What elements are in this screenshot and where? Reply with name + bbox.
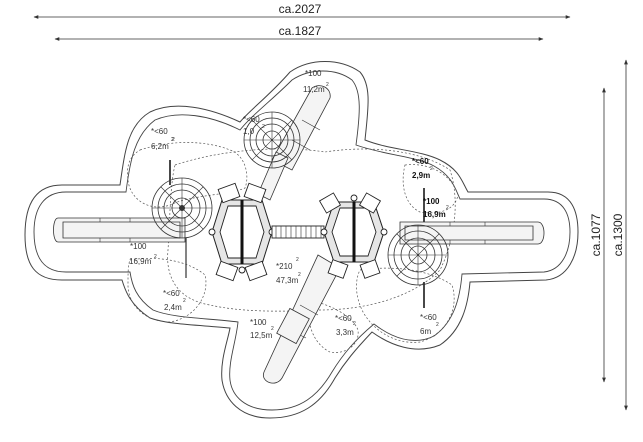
zone-left-upper-height-sup: 2 <box>171 137 174 143</box>
dimension-structure-width-label: ca.1827 <box>279 24 322 38</box>
zone-left-bottom-area: 2,4m <box>164 303 182 312</box>
zone-right-upper-height: *<60 <box>412 157 429 166</box>
zone-left-lower-area: 16,9m <box>129 257 152 266</box>
zone-left-lower-height: *100 <box>130 242 147 251</box>
zone-left-bottom-area-sup: 2 <box>183 298 186 304</box>
connecting-bridge <box>271 225 325 239</box>
zone-left-bottom-height: *<60 <box>163 289 180 298</box>
zone-bottom-slide-height-sup: 2 <box>271 326 274 332</box>
zone-bottom-slide-height: *100 <box>250 318 267 327</box>
right-slide <box>399 221 545 245</box>
zone-labels: *100 11,2m 2 *<60 1,0 2 *<60 2 6,2m 2 *1… <box>129 69 449 340</box>
dimension-structure-depth-label: ca.1077 <box>589 213 603 256</box>
zone-center-height: *210 <box>276 262 293 271</box>
left-slide <box>53 217 186 243</box>
safety-area-outline <box>24 61 579 419</box>
spiral-slide-right <box>387 224 449 286</box>
zone-right-mid-area: 16,9m <box>423 210 446 219</box>
tower-right <box>318 192 388 279</box>
zone-right-upper-area: 2,9m <box>412 171 430 180</box>
dimension-overall-depth-label: ca.1300 <box>611 213 625 256</box>
zone-right-mid-height: *100 <box>423 197 440 206</box>
dashed-zone-outlines <box>127 142 459 353</box>
zone-right-bottom-height-sup: 2 <box>436 322 439 328</box>
dimension-overall-width: ca.2027 <box>33 2 571 19</box>
dimension-overall-depth: ca.1300 <box>611 59 628 411</box>
zone-top-slide-height: *100 <box>305 69 322 78</box>
zone-bottom-mid-height: *<60 <box>335 314 352 323</box>
zone-top-slide-area: 11,2m <box>303 85 325 94</box>
poles <box>169 160 425 308</box>
zone-center-height-sup: 2 <box>296 257 299 263</box>
zone-bottom-mid-area: 3,3m <box>336 328 354 337</box>
zone-bottom-mid-area-sup: 2 <box>353 321 356 327</box>
zone-right-upper-height-sup: 2 <box>430 166 433 172</box>
dimension-structure-depth: ca.1077 <box>589 87 606 383</box>
spiral-slide-top <box>243 111 301 169</box>
dimension-overall-width-label: ca.2027 <box>279 2 322 16</box>
zone-center-area-sup: 2 <box>298 272 301 278</box>
zone-left-upper-area-sup: 2 <box>172 137 175 143</box>
zone-left-upper-height: *<60 <box>151 127 168 136</box>
zone-top-spiral-area-sup: 2 <box>262 124 265 130</box>
dimension-structure-width: ca.1827 <box>54 24 544 41</box>
bottom-slide <box>262 254 341 384</box>
zone-top-slide-area-sup: 2 <box>326 82 329 88</box>
zone-right-bottom-height: *<60 <box>420 313 437 322</box>
zone-center-area: 47,3m <box>276 276 299 285</box>
zone-bottom-slide-area: 12,5m <box>250 331 273 340</box>
zone-top-spiral-area: 1,0 <box>243 127 255 136</box>
zone-right-bottom-area: 6m <box>420 327 431 336</box>
zone-left-upper-area: 6,2m <box>151 142 169 151</box>
zone-left-lower-area-sup: 2 <box>154 254 157 260</box>
tower-left <box>208 182 276 282</box>
spiral-slide-left <box>151 177 213 239</box>
zone-right-mid-height-sup: 2 <box>446 205 449 211</box>
zone-top-spiral-height: *<60 <box>243 115 260 124</box>
